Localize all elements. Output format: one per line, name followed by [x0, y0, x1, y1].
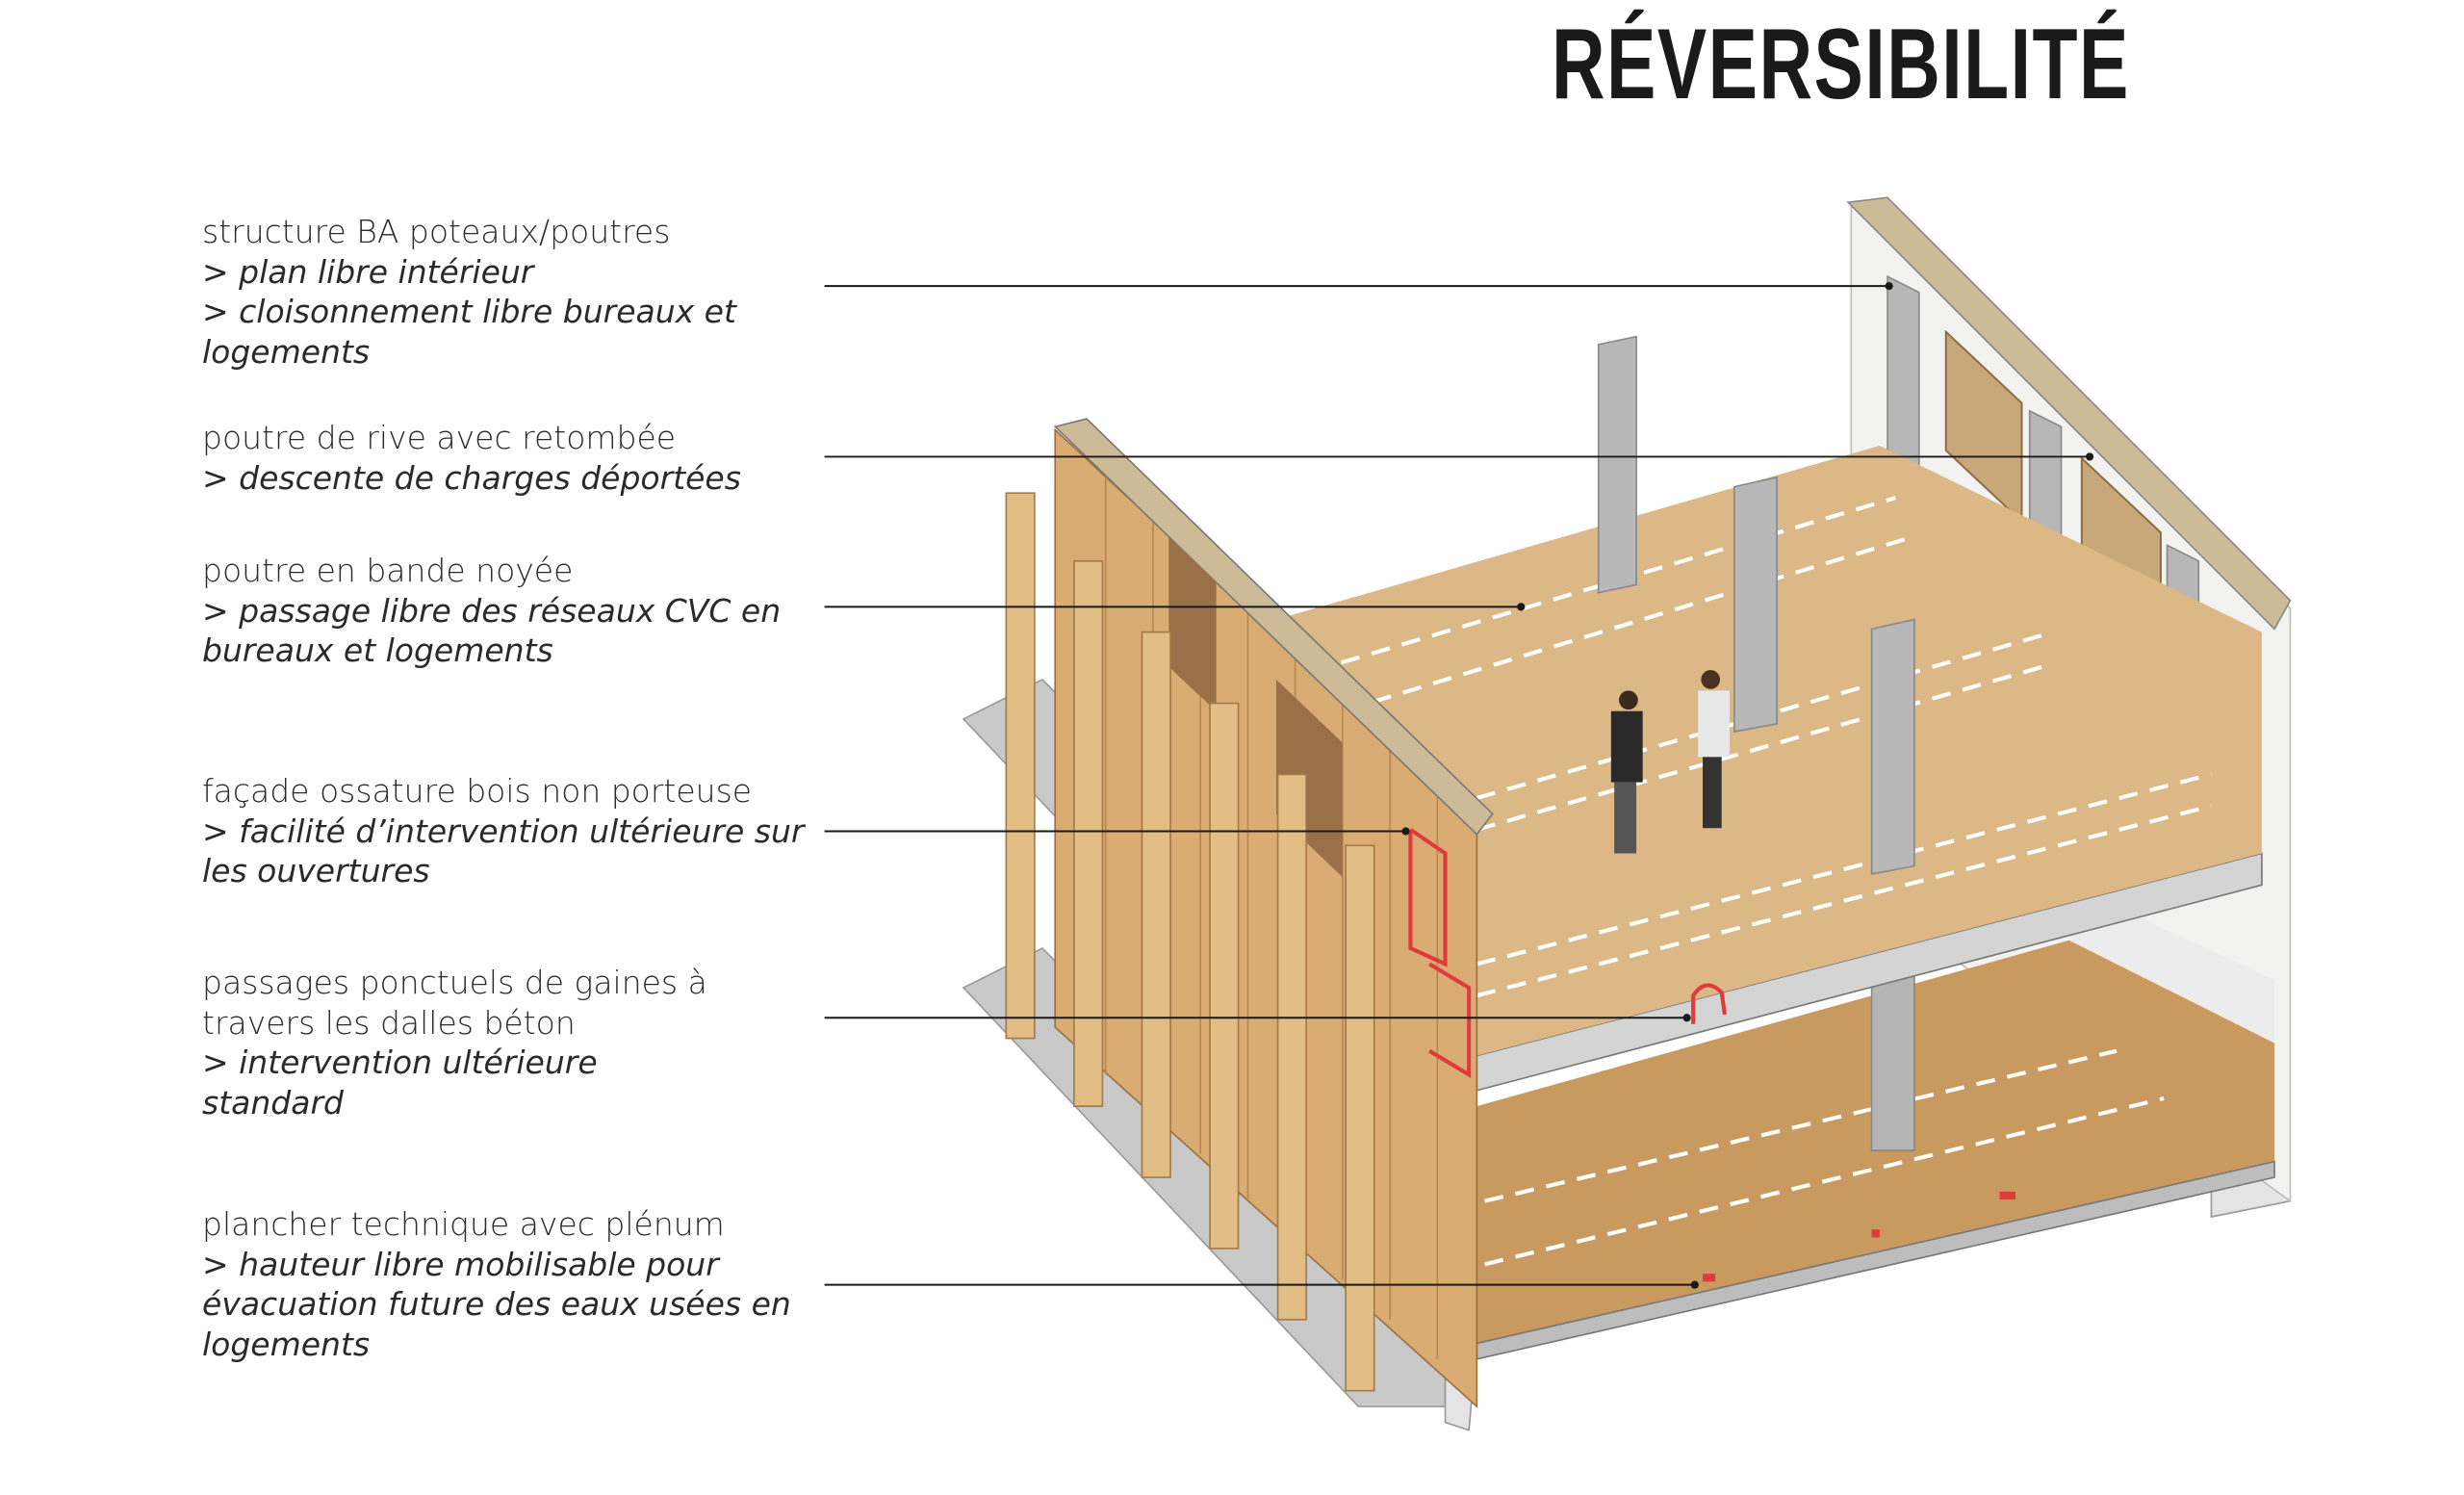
- annotation-structure: structure BA poteaux/poutres > plan libr…: [202, 212, 837, 372]
- annotation-title: poutre de rive avec retombée: [202, 419, 677, 456]
- upper-floor: [1287, 445, 2262, 1056]
- embedded-beam-dashed-line: [1484, 1048, 2118, 1203]
- people: [1610, 670, 1730, 854]
- annotation-detail: > intervention ultérieure standard: [202, 1044, 598, 1121]
- embedded-beam-dashed-line: [1342, 535, 1912, 713]
- drain-marker: [1999, 1191, 2015, 1200]
- opening-highlight: [1408, 828, 1448, 967]
- concrete-column-lower: [1870, 975, 1915, 1151]
- annotation-detail: > cloisonnement libre bureaux et logemen…: [202, 293, 736, 371]
- embedded-beam-dashed-line: [1476, 772, 2212, 967]
- drain-marker: [1871, 1229, 1880, 1238]
- embedded-beam-dashed-line: [1484, 1095, 2165, 1267]
- annotation-edge-beam: poutre de rive avec retombée > descente …: [202, 418, 837, 498]
- leader-dot: [2085, 452, 2094, 461]
- annotation-title: structure BA poteaux/poutres: [202, 213, 671, 250]
- timber-post: [1276, 773, 1307, 1321]
- annotation-title: passages ponctuels de gaines à travers l…: [202, 964, 707, 1042]
- window: [1168, 537, 1217, 711]
- leader-dot: [1517, 603, 1526, 611]
- embedded-beam-dashed-line: [1476, 804, 2212, 998]
- annotation-detail: > passage libre des réseaux CVC en burea…: [202, 591, 782, 670]
- annotation-detail: > facilité d’intervention ultérieure sur…: [202, 812, 805, 890]
- timber-post: [1005, 492, 1036, 1040]
- timber-post: [1209, 702, 1240, 1250]
- annotation-technical-floor: plancher technique avec plénum > hauteur…: [202, 1204, 837, 1364]
- concrete-column: [1870, 618, 1915, 875]
- annotation-detail: > descente de charges déportées: [202, 458, 741, 497]
- lower-floor-back-wall: [2068, 885, 2275, 1044]
- annotation-facade: façade ossature bois non porteuse > faci…: [202, 771, 837, 891]
- drain-marker: [1703, 1274, 1716, 1282]
- leader-dot: [1401, 827, 1410, 836]
- concrete-column: [1733, 476, 1778, 734]
- embedded-beam-dashed-line: [1310, 496, 1896, 674]
- opening-highlight: [1428, 962, 1472, 1078]
- annotation-title: plancher technique avec plénum: [202, 1205, 725, 1243]
- leader-dot: [1885, 282, 1893, 291]
- duct-passage-highlight: [1691, 983, 1728, 1024]
- timber-post: [1345, 844, 1375, 1392]
- annotation-detail: > hauteur libre mobilisable pour évacuat…: [202, 1245, 791, 1363]
- annotation-embedded-beam: poutre en bande noyée > passage libre de…: [202, 551, 837, 671]
- concrete-column: [1597, 335, 1637, 594]
- leader-dot: [1690, 1280, 1699, 1289]
- timber-post: [1141, 631, 1171, 1178]
- page-title: RÉVERSIBILITÉ: [1552, 9, 2130, 120]
- embedded-beam-dashed-line: [1476, 661, 2054, 832]
- annotation-detail: > plan libre intérieur: [202, 252, 534, 291]
- annotation-duct-passages: passages ponctuels de gaines à travers l…: [202, 963, 741, 1122]
- facade-roof-edge: [1053, 418, 1494, 837]
- annotation-title: poutre en bande noyée: [202, 552, 574, 589]
- leader-dot: [1682, 1014, 1691, 1022]
- back-wall-roof-edge: [1846, 196, 2292, 631]
- annotation-title: façade ossature bois non porteuse: [202, 772, 753, 810]
- timber-post: [1073, 559, 1104, 1107]
